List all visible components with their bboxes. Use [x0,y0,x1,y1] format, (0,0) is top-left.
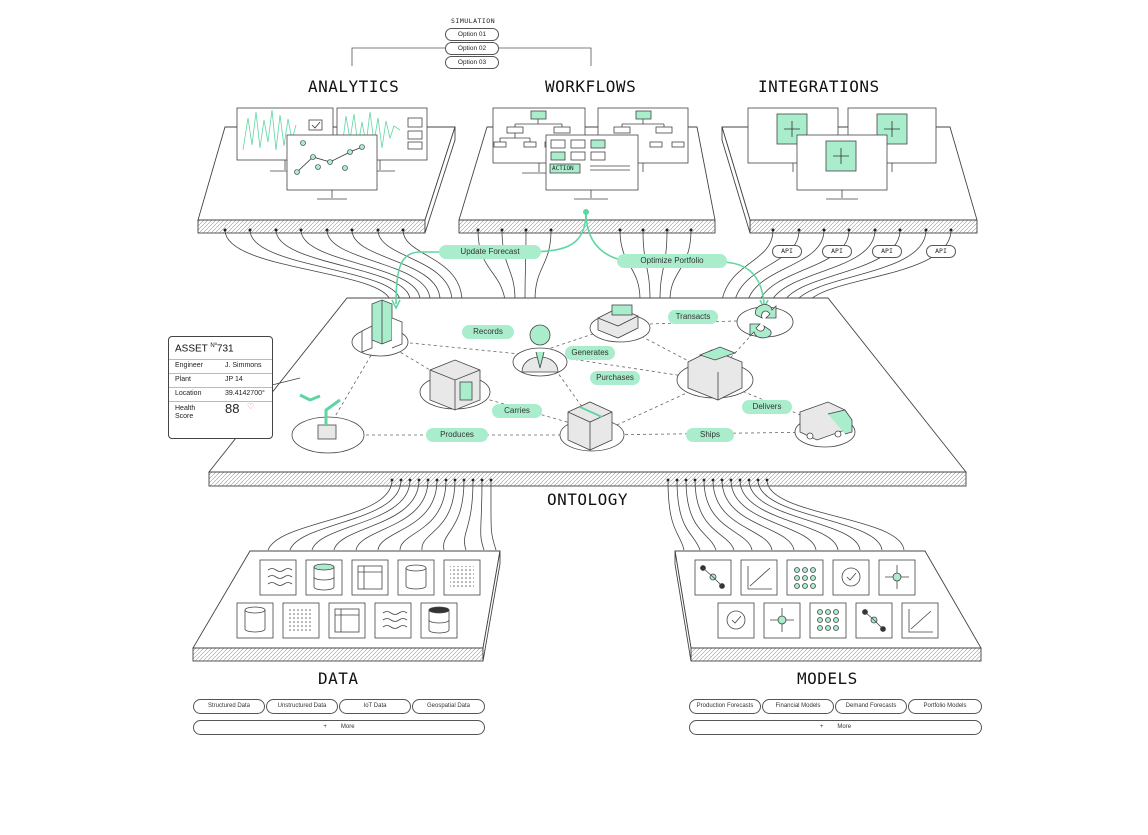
workflow-action-label[interactable]: ACTION [552,165,574,172]
data-title: DATA [318,669,359,688]
engineer-object [512,324,568,377]
optimize-portfolio-action[interactable]: Optimize Portfolio [617,254,727,268]
models-more-button[interactable]: + More [689,720,982,735]
asset-row-engineer: Engineer J. Simmons [175,362,267,369]
box-object [559,401,625,452]
asset-divider [169,373,272,374]
engineer-label: Engineer [175,362,204,369]
plus-icon: + [819,724,824,730]
simulation-label: SIMULATION [451,17,496,25]
model-type-financial-models[interactable]: Financial Models [762,699,834,714]
bottom-ports [390,478,769,482]
simulation-option-3[interactable]: Option 03 [445,56,499,69]
engineer-value: J. Simmons [225,362,262,369]
update-forecast-action[interactable]: Update Forecast [439,245,541,259]
health-label-line2: Score [175,413,194,420]
models-more-label: More [837,724,852,730]
health-score-value: 88 [225,401,240,416]
simulation-option-1[interactable]: Option 01 [445,28,499,41]
analytics-cables [224,229,463,301]
model-type-portfolio-models[interactable]: Portfolio Models [908,699,982,714]
health-label-line1: Health [175,405,196,412]
relation-produces: Produces [426,428,488,442]
asset-row-plant: Plant JP 14 [175,376,267,383]
asset-card-title: ASSET Nº731 [175,343,234,354]
workflows-title: WORKFLOWS [545,77,637,96]
cash-object [589,304,651,343]
data-type-geospatial[interactable]: Geospatial Data [412,699,485,714]
exchange-object [736,304,794,339]
relation-carries: Carries [492,404,542,418]
asset-number-prefix: Nº [210,343,217,349]
asset-row-location: Location 39.4142700° [175,390,267,397]
relation-records: Records [462,325,514,339]
data-cables [267,479,497,551]
asset-number: 731 [216,343,234,355]
asset-card[interactable]: ASSET Nº731 Engineer J. Simmons Plant JP 1… [168,336,273,439]
relation-purchases: Purchases [590,371,640,385]
relation-generates: Generates [565,346,615,360]
buildings-object [351,299,409,357]
heart-icon: ♡ [247,402,255,411]
data-more-label: More [340,724,355,730]
factory-object [676,346,754,401]
analytics-title: ANALYTICS [308,77,400,96]
asset-card-pointer [271,377,301,386]
plus-icon: + [323,724,327,730]
robot-arm-object [291,393,365,454]
data-type-structured[interactable]: Structured Data [193,699,265,714]
integrations-title: INTEGRATIONS [758,77,880,96]
location-value: 39.4142700° [225,390,265,397]
ontology-title: ONTOLOGY [547,490,629,509]
asset-divider [169,387,272,388]
data-type-unstructured[interactable]: Unstructured Data [266,699,338,714]
api-badge-1: API [772,245,802,258]
data-more-button[interactable]: + More [193,720,485,735]
analytics-monitor-1 [236,107,334,172]
action-flow-origin [583,209,589,215]
model-type-production-forecasts[interactable]: Production Forecasts [689,699,761,714]
data-icons [236,559,481,639]
api-badge-2: API [822,245,852,258]
warehouse-object [419,359,491,411]
simulation-option-2[interactable]: Option 02 [445,42,499,55]
relation-ships: Ships [686,428,734,442]
model-cables [667,479,905,551]
location-label: Location [175,390,202,397]
asset-divider [169,359,272,360]
models-title: MODELS [797,669,858,688]
simulation-connector [351,47,592,66]
truck-object [794,401,856,448]
api-badge-4: API [926,245,956,258]
asset-row-health: Health Score 88 ♡ [175,401,267,421]
model-type-demand-forecasts[interactable]: Demand Forecasts [835,699,907,714]
workflow-monitor-3 [545,134,639,200]
data-type-iot[interactable]: IoT Data [339,699,411,714]
relation-transacts: Transacts [668,310,718,324]
plant-value: JP 14 [225,376,243,383]
analytics-monitor-3 [286,134,378,200]
relation-delivers: Delivers [742,400,792,414]
plant-label: Plant [175,376,191,383]
integration-monitor-3 [796,134,888,200]
cable-ports [223,228,953,232]
integration-cables [721,229,952,301]
model-icons [694,559,939,639]
asset-title-text: ASSET [175,343,208,355]
api-badge-3: API [872,245,902,258]
asset-divider [169,401,272,402]
ontology-platform [208,297,967,487]
